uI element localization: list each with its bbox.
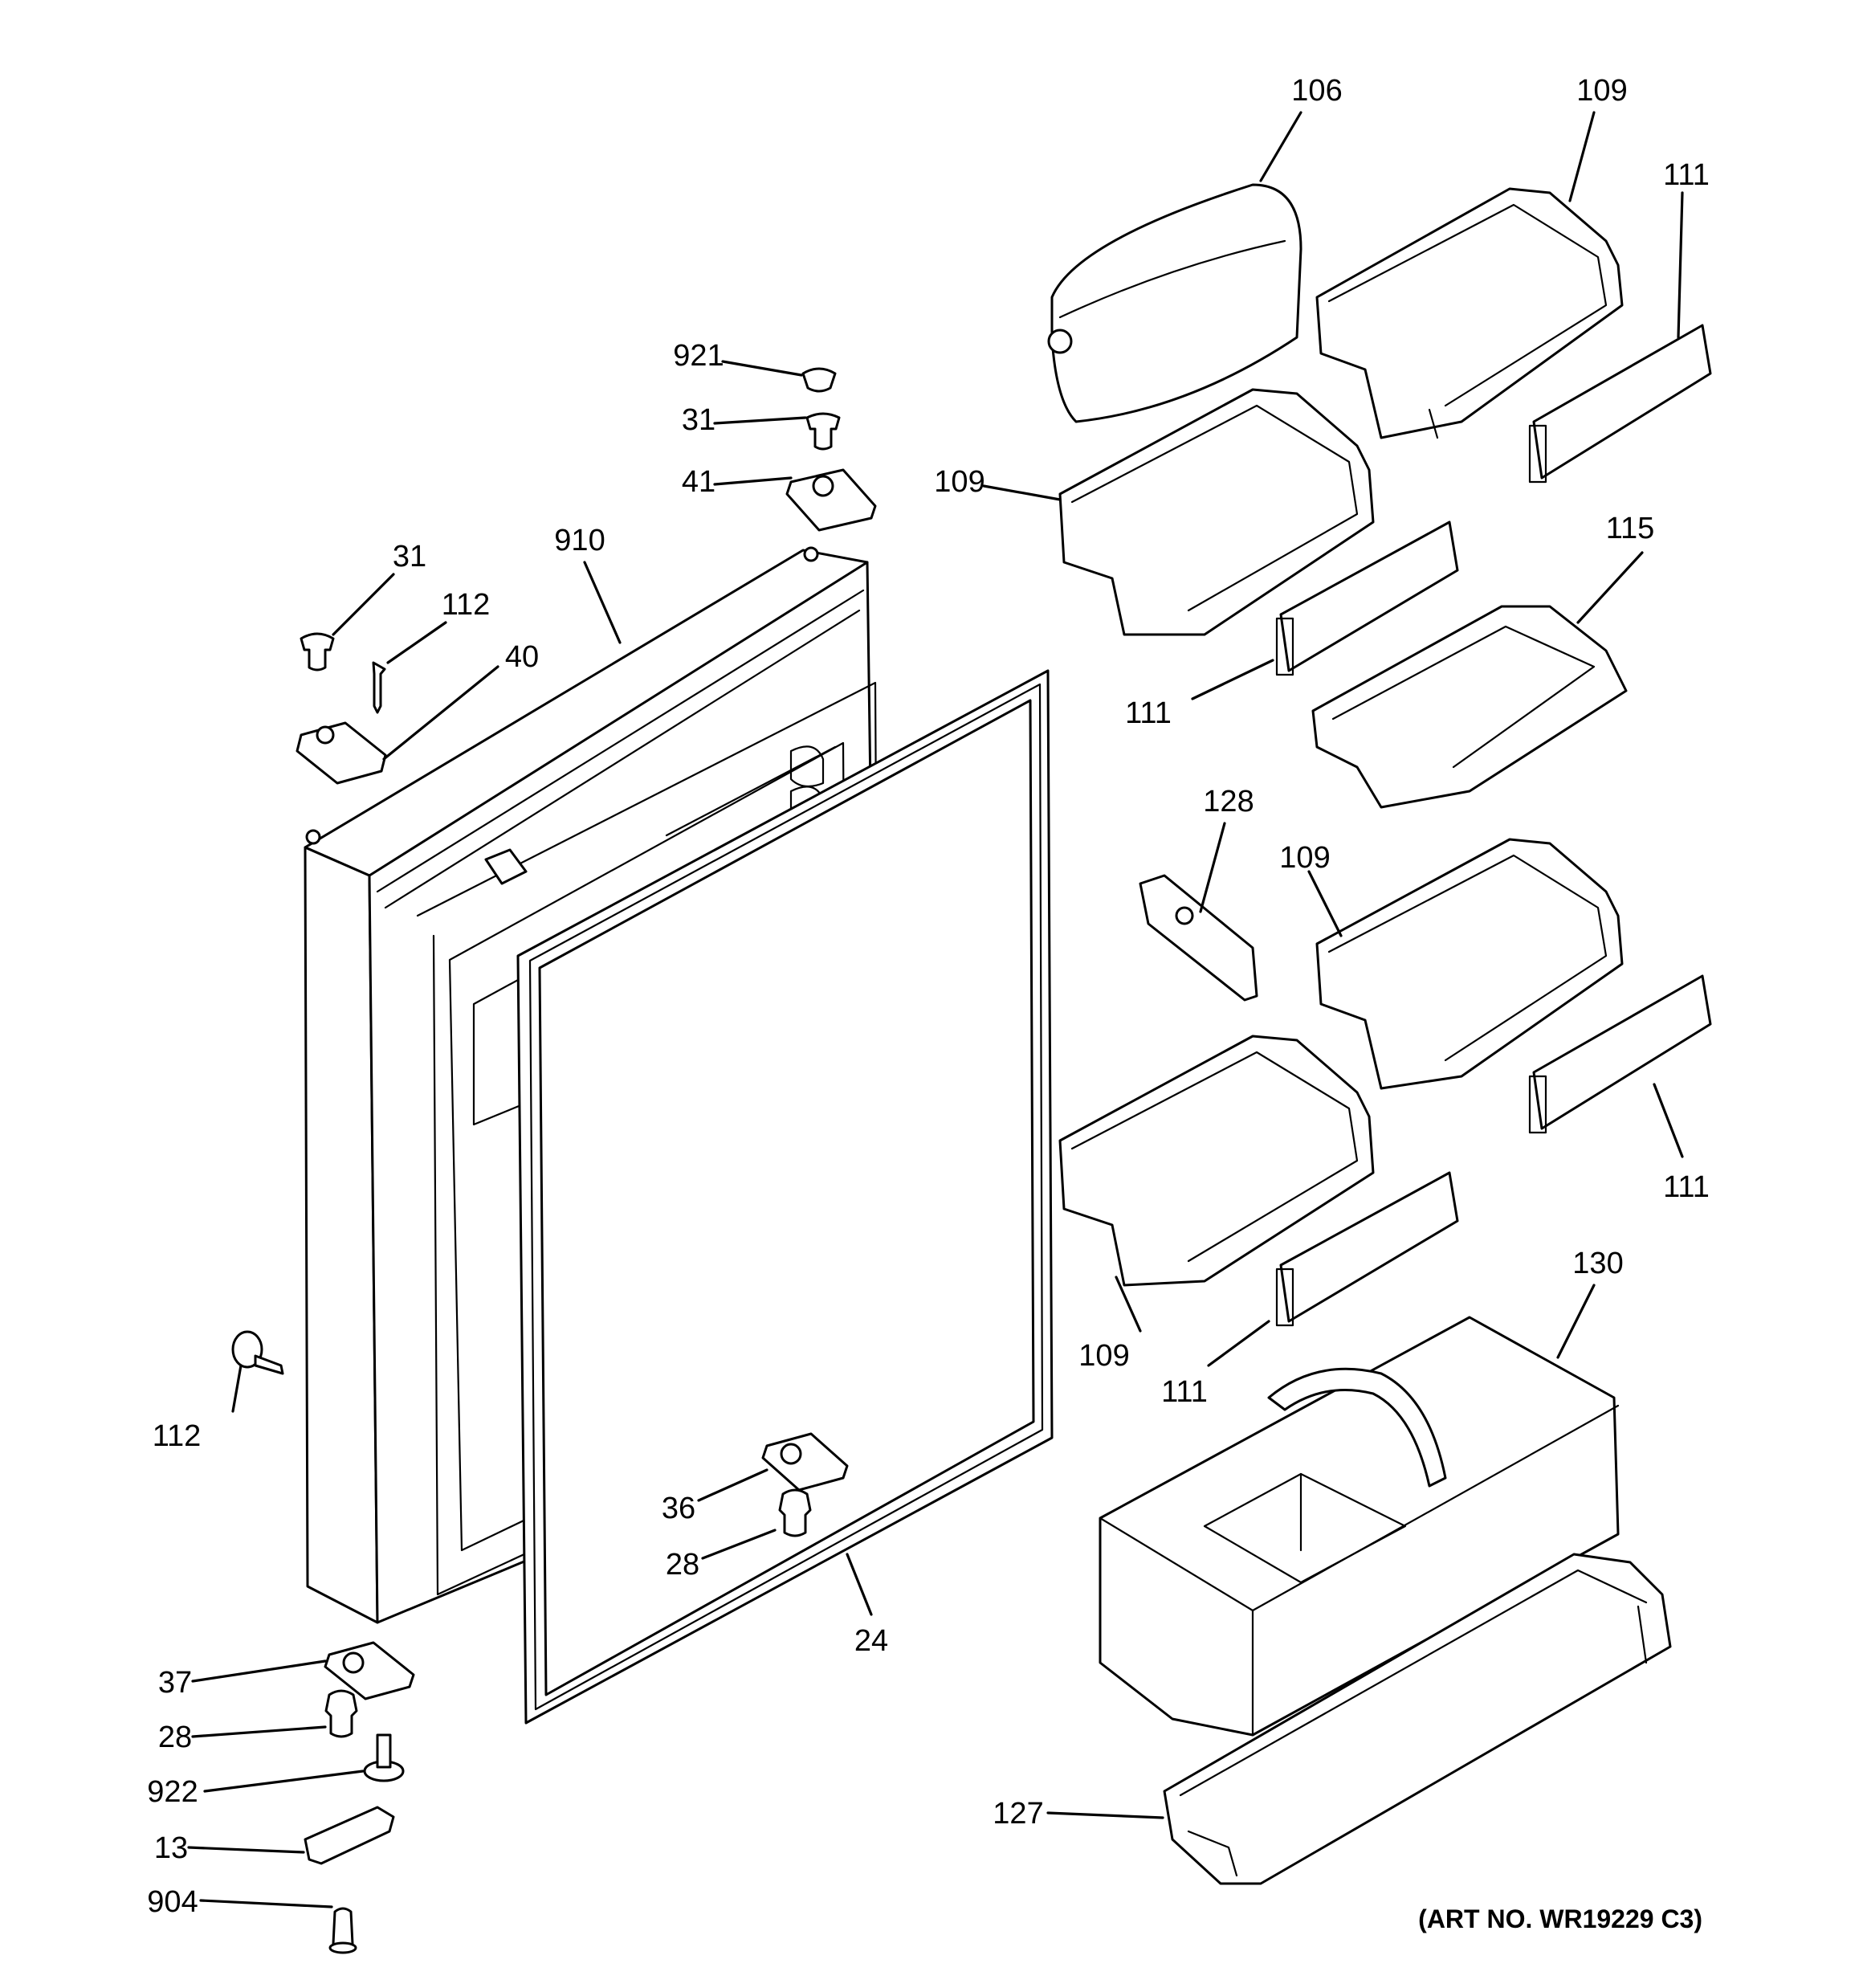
callout-127: 127 — [993, 1797, 1043, 1831]
callout-111: 111 — [1663, 158, 1710, 192]
bushing-31-top — [805, 412, 841, 451]
callout-28: 28 — [158, 1721, 192, 1754]
callout-13: 13 — [154, 1831, 188, 1865]
bushing-31-left — [300, 632, 335, 672]
top-hinge-hardware — [296, 367, 877, 785]
door-bin-109-top-right — [1315, 187, 1624, 439]
art-number: (ART NO. WR19229 C3) — [1418, 1904, 1702, 1933]
bracket-40 — [296, 721, 387, 785]
screw-904 — [332, 1907, 354, 1949]
bracket-13 — [304, 1806, 395, 1865]
leader-lines — [187, 111, 1684, 1908]
callout-41: 41 — [682, 465, 715, 499]
door-bin-115 — [1311, 605, 1628, 809]
callout-910: 910 — [554, 524, 605, 557]
screw-112-side — [231, 1330, 284, 1375]
callout-36: 36 — [662, 1492, 695, 1525]
callout-115: 115 — [1606, 512, 1655, 545]
callout-109: 109 — [1576, 74, 1627, 108]
bin-trim-111 — [1275, 324, 1712, 1327]
callout-106: 106 — [1291, 74, 1342, 108]
center-hinge-hardware — [761, 1432, 849, 1537]
bottom-hinge-hardware — [304, 1641, 415, 1954]
pin-28-bottom — [324, 1689, 358, 1738]
door-bin-109-middle — [1315, 838, 1624, 1090]
hinge-41 — [785, 468, 877, 532]
callout-40: 40 — [505, 640, 539, 674]
door-bin-109-lower — [1058, 1035, 1375, 1287]
callout-109: 109 — [1078, 1339, 1129, 1373]
callout-111: 111 — [1125, 696, 1172, 730]
bin-clip-128 — [1139, 874, 1258, 1002]
callout-128: 128 — [1203, 785, 1254, 818]
callout-109: 109 — [1279, 841, 1330, 875]
callout-112: 112 — [153, 1419, 202, 1453]
door-bin-109-upper-left — [1058, 388, 1375, 636]
pin-28-center — [778, 1488, 812, 1537]
callout-922: 922 — [147, 1775, 198, 1809]
tray-127 — [1163, 1553, 1672, 1885]
callout-112: 112 — [442, 588, 491, 622]
callout-28: 28 — [666, 1548, 699, 1582]
callout-111: 111 — [1161, 1375, 1208, 1409]
callout-31: 31 — [393, 540, 426, 574]
butter-compartment-106 — [1047, 183, 1302, 423]
screw-112-top — [372, 661, 386, 714]
cap-921 — [801, 367, 837, 393]
callout-111: 111 — [1663, 1170, 1710, 1204]
callout-109: 109 — [934, 465, 984, 499]
callout-130: 130 — [1572, 1247, 1623, 1280]
callout-24: 24 — [854, 1624, 888, 1658]
callout-904: 904 — [147, 1885, 198, 1919]
callout-labels: 106 109 111 921 31 41 109 31 112 910 40 … — [147, 74, 1710, 1919]
door-gasket — [516, 669, 1054, 1725]
callout-31: 31 — [682, 403, 715, 437]
callout-921: 921 — [673, 339, 724, 373]
callout-37: 37 — [158, 1666, 192, 1700]
